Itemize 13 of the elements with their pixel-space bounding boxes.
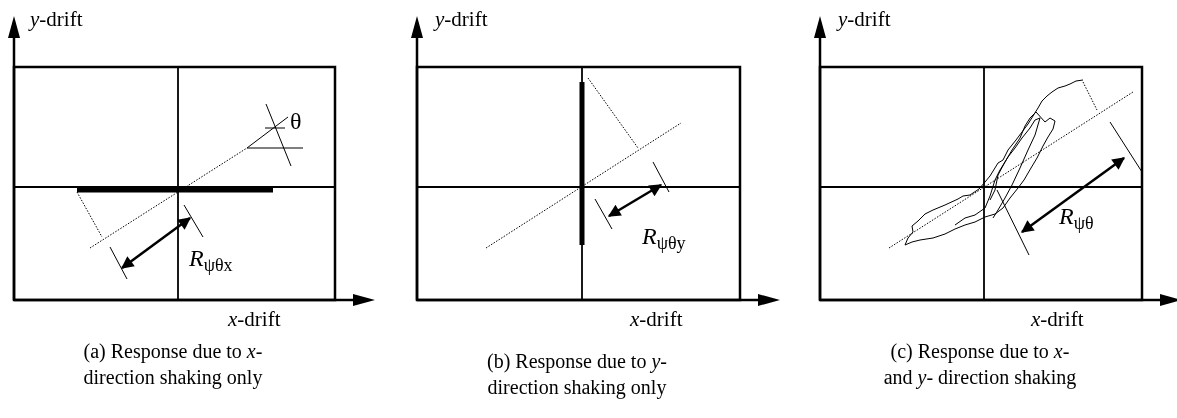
caption: (c) Response due to x- and y- direction shaking	[882, 339, 1078, 390]
angle-label: θ	[290, 107, 302, 136]
caption: (b) Response due to y-direction shaking only	[486, 349, 668, 400]
axis-label: x-drift	[1031, 306, 1084, 333]
dimension-label: R$_{ψθy}$	[642, 222, 686, 254]
dimension-label: R$_{ψθ}$	[1059, 202, 1094, 234]
axis-label: y-drift	[435, 6, 488, 33]
dimension-label: R$_{ψθx}$	[189, 244, 233, 276]
axis-label: x-drift	[228, 306, 281, 333]
axis-label: y-drift	[30, 6, 83, 33]
axis-label: y-drift	[838, 6, 891, 33]
axis-label: x-drift	[630, 306, 683, 333]
caption: (a) Response due to x-direction shaking only	[82, 339, 264, 390]
